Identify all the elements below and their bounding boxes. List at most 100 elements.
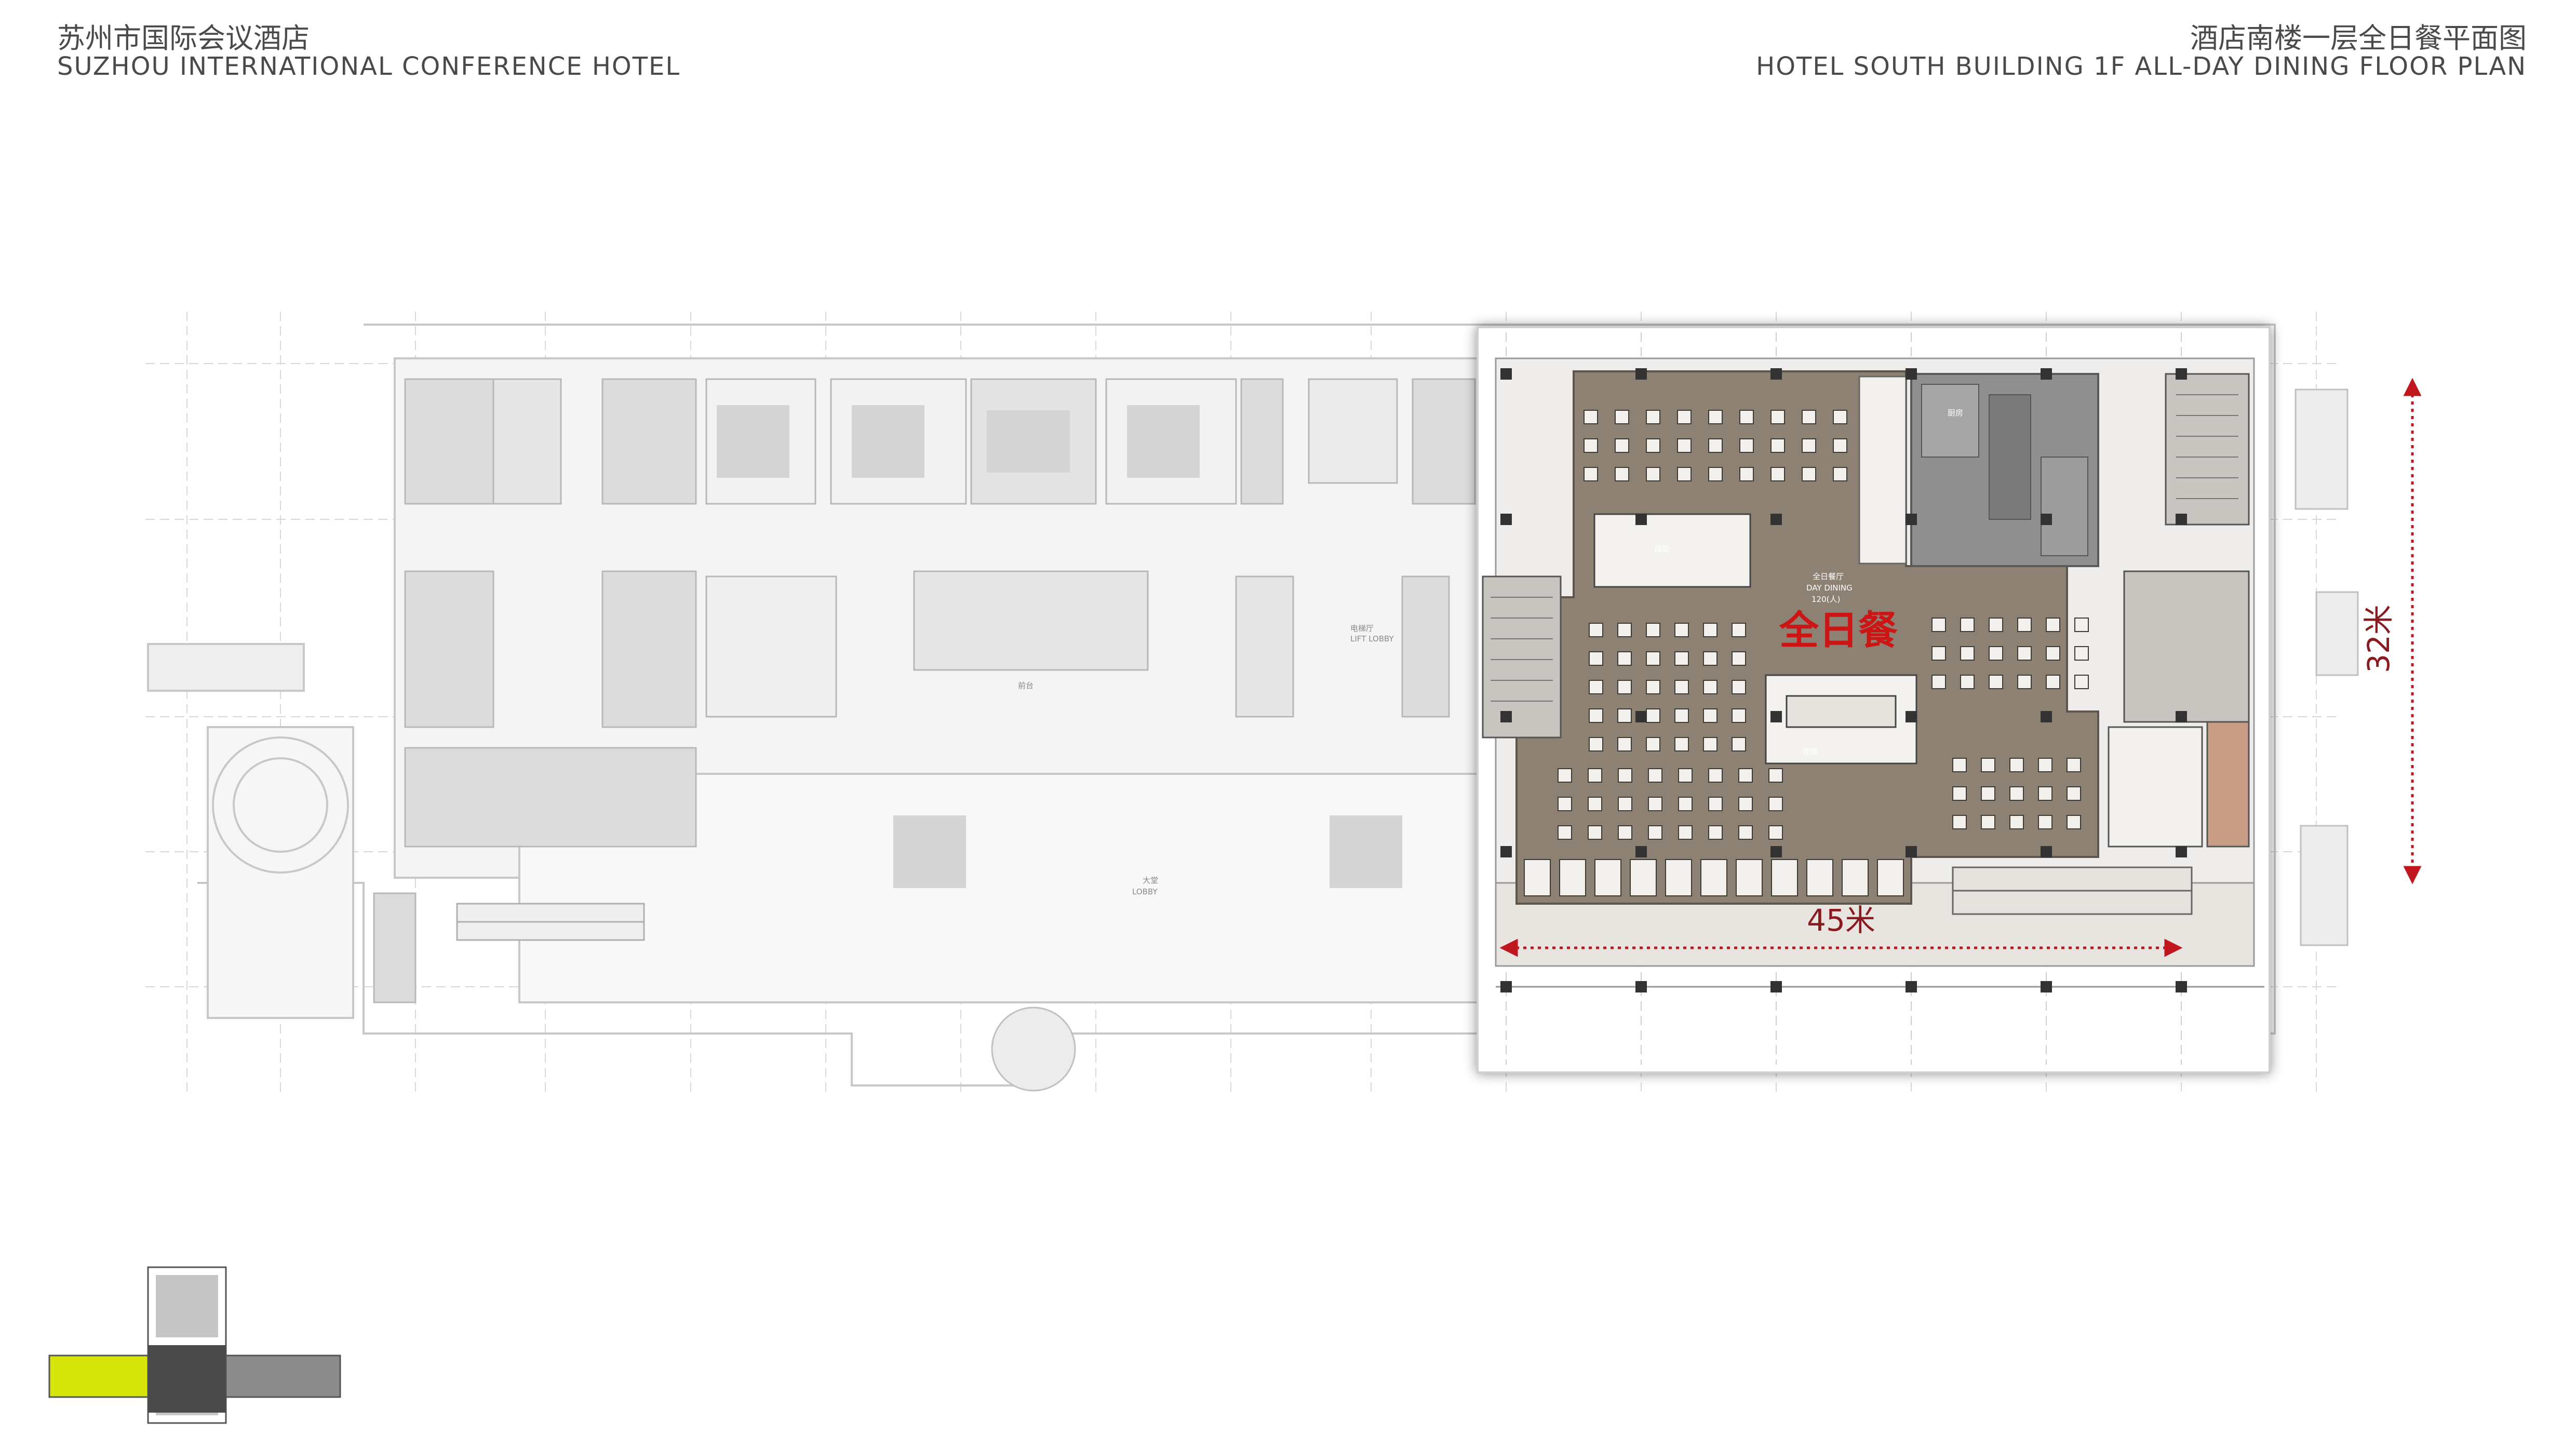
- dining-table: [1646, 438, 1660, 453]
- dining-table: [1646, 680, 1660, 694]
- dining-table: [1931, 646, 1946, 661]
- dining-table: [1615, 467, 1629, 481]
- stair-treads: [1491, 394, 2238, 702]
- dining-table: [1678, 797, 1693, 811]
- column: [2041, 514, 2052, 525]
- dining-table: [1768, 797, 1783, 811]
- dining-table: [1739, 467, 1754, 481]
- dining-table: [1588, 825, 1602, 840]
- dining-table: [1589, 651, 1603, 666]
- hotel-name-cn: 苏州市国际会议酒店: [57, 22, 310, 55]
- dining-table: [1738, 797, 1753, 811]
- dining-table: [1615, 438, 1629, 453]
- dining-table: [2046, 675, 2060, 689]
- depth-dimension-label: 32米: [2361, 605, 2396, 673]
- buffet-label: 自助: [1654, 544, 1670, 554]
- dining-table: [1674, 651, 1689, 666]
- dining-table: [1589, 623, 1603, 637]
- column: [1500, 846, 1512, 857]
- dining-table: [1960, 618, 1975, 632]
- dining-table: [1703, 680, 1718, 694]
- dining-table: [1738, 768, 1753, 783]
- dining-table: [1588, 797, 1602, 811]
- drawing-title-en: HOTEL SOUTH BUILDING 1F ALL-DAY DINING F…: [1756, 52, 2527, 82]
- dining-table: [1739, 410, 1754, 424]
- dining-table: [1732, 708, 1746, 723]
- dining-table: [1703, 623, 1718, 637]
- dining-table: [2038, 815, 2052, 829]
- dining-table: [1589, 737, 1603, 752]
- dining-table: [1618, 825, 1632, 840]
- booth-seat: [1594, 859, 1621, 896]
- column: [2176, 368, 2187, 380]
- dining-table: [2009, 786, 2024, 801]
- faded-escalator: [456, 903, 645, 941]
- dining-table: [1617, 708, 1632, 723]
- dining-table: [1739, 438, 1754, 453]
- dining-room-label-cn: 全日餐厅: [1813, 572, 1844, 581]
- column: [1770, 368, 1782, 380]
- dining-table: [1770, 467, 1785, 481]
- dining-tables: [1524, 410, 2089, 896]
- dining-table: [1960, 646, 1975, 661]
- dining-table: [1615, 410, 1629, 424]
- lift-lobby-label: LIFT LOBBY: [1350, 634, 1394, 643]
- dining-table: [1646, 737, 1660, 752]
- dining-table: [1732, 623, 1746, 637]
- dining-table: [1678, 825, 1693, 840]
- dining-table: [1646, 410, 1660, 424]
- dining-table: [1589, 708, 1603, 723]
- dining-table: [1802, 438, 1816, 453]
- dining-table: [1708, 467, 1723, 481]
- column: [2041, 981, 2052, 992]
- booth-seat: [1630, 859, 1657, 896]
- lobby-label-cn: 大堂: [1143, 876, 1158, 885]
- dining-table: [1677, 467, 1692, 481]
- dining-table: [1584, 467, 1598, 481]
- column: [1906, 368, 1917, 380]
- dining-table: [1732, 680, 1746, 694]
- dining-table: [1931, 618, 1946, 632]
- column: [2176, 846, 2187, 857]
- dining-table: [1738, 825, 1753, 840]
- dining-table: [2046, 646, 2060, 661]
- dining-table: [1989, 675, 2003, 689]
- dining-table: [1558, 797, 1572, 811]
- key-plan: [48, 1266, 341, 1424]
- dining-table: [1952, 815, 1967, 829]
- dining-table: [2074, 618, 2089, 632]
- column: [2176, 981, 2187, 992]
- dining-table: [2067, 815, 2081, 829]
- cashier-label: 收银: [1802, 747, 1818, 756]
- dining-table: [2046, 618, 2060, 632]
- dining-table: [1646, 467, 1660, 481]
- dining-table: [1732, 651, 1746, 666]
- dining-table: [1588, 768, 1602, 783]
- dining-table: [1677, 410, 1692, 424]
- column: [1906, 514, 1917, 525]
- dining-table: [2038, 758, 2052, 772]
- dining-table: [2009, 758, 2024, 772]
- dining-table: [2074, 675, 2089, 689]
- dining-table: [2038, 786, 2052, 801]
- dining-table: [1584, 438, 1598, 453]
- dining-table: [1648, 768, 1662, 783]
- dining-table: [2009, 815, 2024, 829]
- column: [1500, 368, 1512, 380]
- dining-table: [1677, 438, 1692, 453]
- column: [1500, 711, 1512, 722]
- column: [2041, 846, 2052, 857]
- column: [1770, 514, 1782, 525]
- column: [1770, 981, 1782, 992]
- faded-furniture: [717, 405, 1402, 1092]
- booth-seat: [1842, 859, 1869, 896]
- dining-table: [1674, 737, 1689, 752]
- dining-table: [1833, 438, 1847, 453]
- escalator-south: [1952, 866, 2193, 915]
- dining-table: [1989, 618, 2003, 632]
- dining-table: [1732, 737, 1746, 752]
- dining-table: [1589, 680, 1603, 694]
- dining-table: [2017, 675, 2032, 689]
- dining-table: [1617, 680, 1632, 694]
